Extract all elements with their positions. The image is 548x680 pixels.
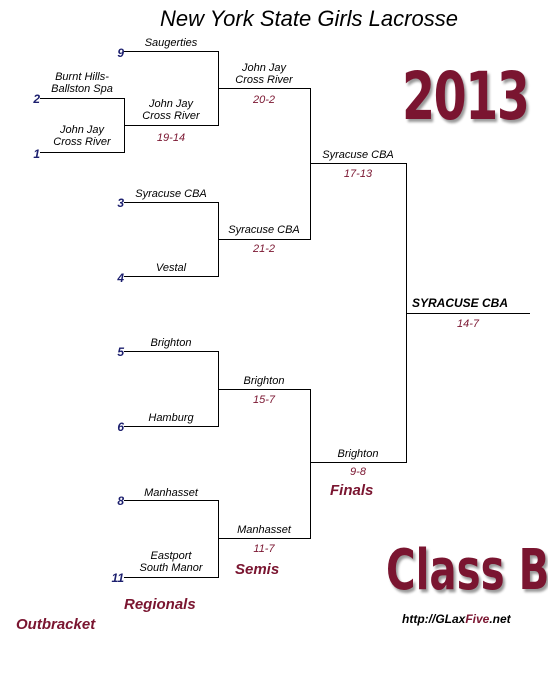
team-name-line: Eastport xyxy=(150,550,192,562)
team-name-line: John Jay xyxy=(148,98,194,110)
bracket-line xyxy=(218,538,310,539)
round-label-regionals: Regionals xyxy=(124,596,196,613)
game-score: 9-8 xyxy=(350,466,366,478)
bracket-line xyxy=(406,313,530,314)
bracket-line xyxy=(218,389,310,390)
team-name-line: Cross River xyxy=(142,110,200,122)
seed-number: 4 xyxy=(117,271,124,285)
game-score: 19-14 xyxy=(156,132,186,144)
team-name: Manhasset xyxy=(237,524,291,536)
seed-number: 1 xyxy=(33,147,40,161)
game-score: 20-2 xyxy=(252,94,276,106)
bracket-line xyxy=(40,152,124,153)
team-name-line: Cross River xyxy=(235,74,293,86)
bracket-line xyxy=(124,426,218,427)
team-name: Vestal xyxy=(155,262,187,274)
bracket-line xyxy=(218,88,310,89)
seed-number: 9 xyxy=(117,46,124,60)
website-highlight: Five xyxy=(465,612,490,626)
team-name: Hamburg xyxy=(148,412,194,424)
team-name: Syracuse CBA xyxy=(322,149,394,161)
seed-number: 8 xyxy=(117,494,124,508)
class-banner: Class B xyxy=(386,538,548,603)
seed-number: 6 xyxy=(117,420,124,434)
team-name: Syracuse CBA xyxy=(135,188,207,200)
team-name: John Jay Cross River xyxy=(124,98,218,122)
game-score: 21-2 xyxy=(252,243,276,255)
team-name-line: John Jay xyxy=(59,124,105,136)
bracket-line xyxy=(124,125,218,126)
page-title: New York State Girls Lacrosse xyxy=(160,6,458,31)
bracket-line xyxy=(310,462,406,463)
team-name-line: John Jay xyxy=(241,62,287,74)
team-name: Brighton xyxy=(337,448,379,460)
bracket-line xyxy=(124,577,218,578)
round-label-outbracket: Outbracket xyxy=(16,616,96,633)
game-score: 17-13 xyxy=(343,168,373,180)
bracket-line xyxy=(310,88,311,240)
team-name-line: South Manor xyxy=(139,562,203,574)
round-label-finals: Finals xyxy=(330,482,374,499)
bracket-line xyxy=(40,98,124,99)
seed-number: 5 xyxy=(117,345,124,359)
website-suffix: .net xyxy=(489,612,511,626)
final-score: 14-7 xyxy=(456,318,480,330)
team-name: John Jay Cross River xyxy=(40,124,124,148)
team-name-line: Burnt Hills- xyxy=(55,71,109,83)
team-name: John Jay Cross River xyxy=(218,62,310,86)
team-name: Eastport South Manor xyxy=(124,550,218,574)
bracket-line xyxy=(310,389,311,539)
year-banner: 2013 xyxy=(402,58,530,135)
team-name-line: Cross River xyxy=(53,136,111,148)
team-name: Brighton xyxy=(243,375,285,387)
team-name: Manhasset xyxy=(144,487,198,499)
team-name: Burnt Hills- Ballston Spa xyxy=(40,71,124,95)
seed-number: 11 xyxy=(111,571,124,585)
bracket-line xyxy=(124,276,218,277)
website-prefix: http://GLax xyxy=(402,612,466,626)
bracket-line xyxy=(124,51,218,52)
bracket-line xyxy=(218,500,219,578)
seed-number: 2 xyxy=(33,92,40,106)
bracket-line xyxy=(124,202,218,203)
bracket-line xyxy=(218,239,310,240)
bracket-line xyxy=(124,351,218,352)
team-name-line: Ballston Spa xyxy=(51,83,113,95)
game-score: 15-7 xyxy=(252,394,276,406)
team-name: Syracuse CBA xyxy=(228,224,300,236)
seed-number: 3 xyxy=(117,196,124,210)
bracket-line xyxy=(310,163,406,164)
round-label-semis: Semis xyxy=(235,561,280,578)
champion-name: SYRACUSE CBA xyxy=(412,296,509,310)
team-name: Saugerties xyxy=(144,37,198,49)
website-link[interactable]: http://GLaxFive.net xyxy=(402,612,511,626)
team-name: Brighton xyxy=(150,337,192,349)
bracket-line xyxy=(124,500,218,501)
game-score: 11-7 xyxy=(253,543,275,555)
